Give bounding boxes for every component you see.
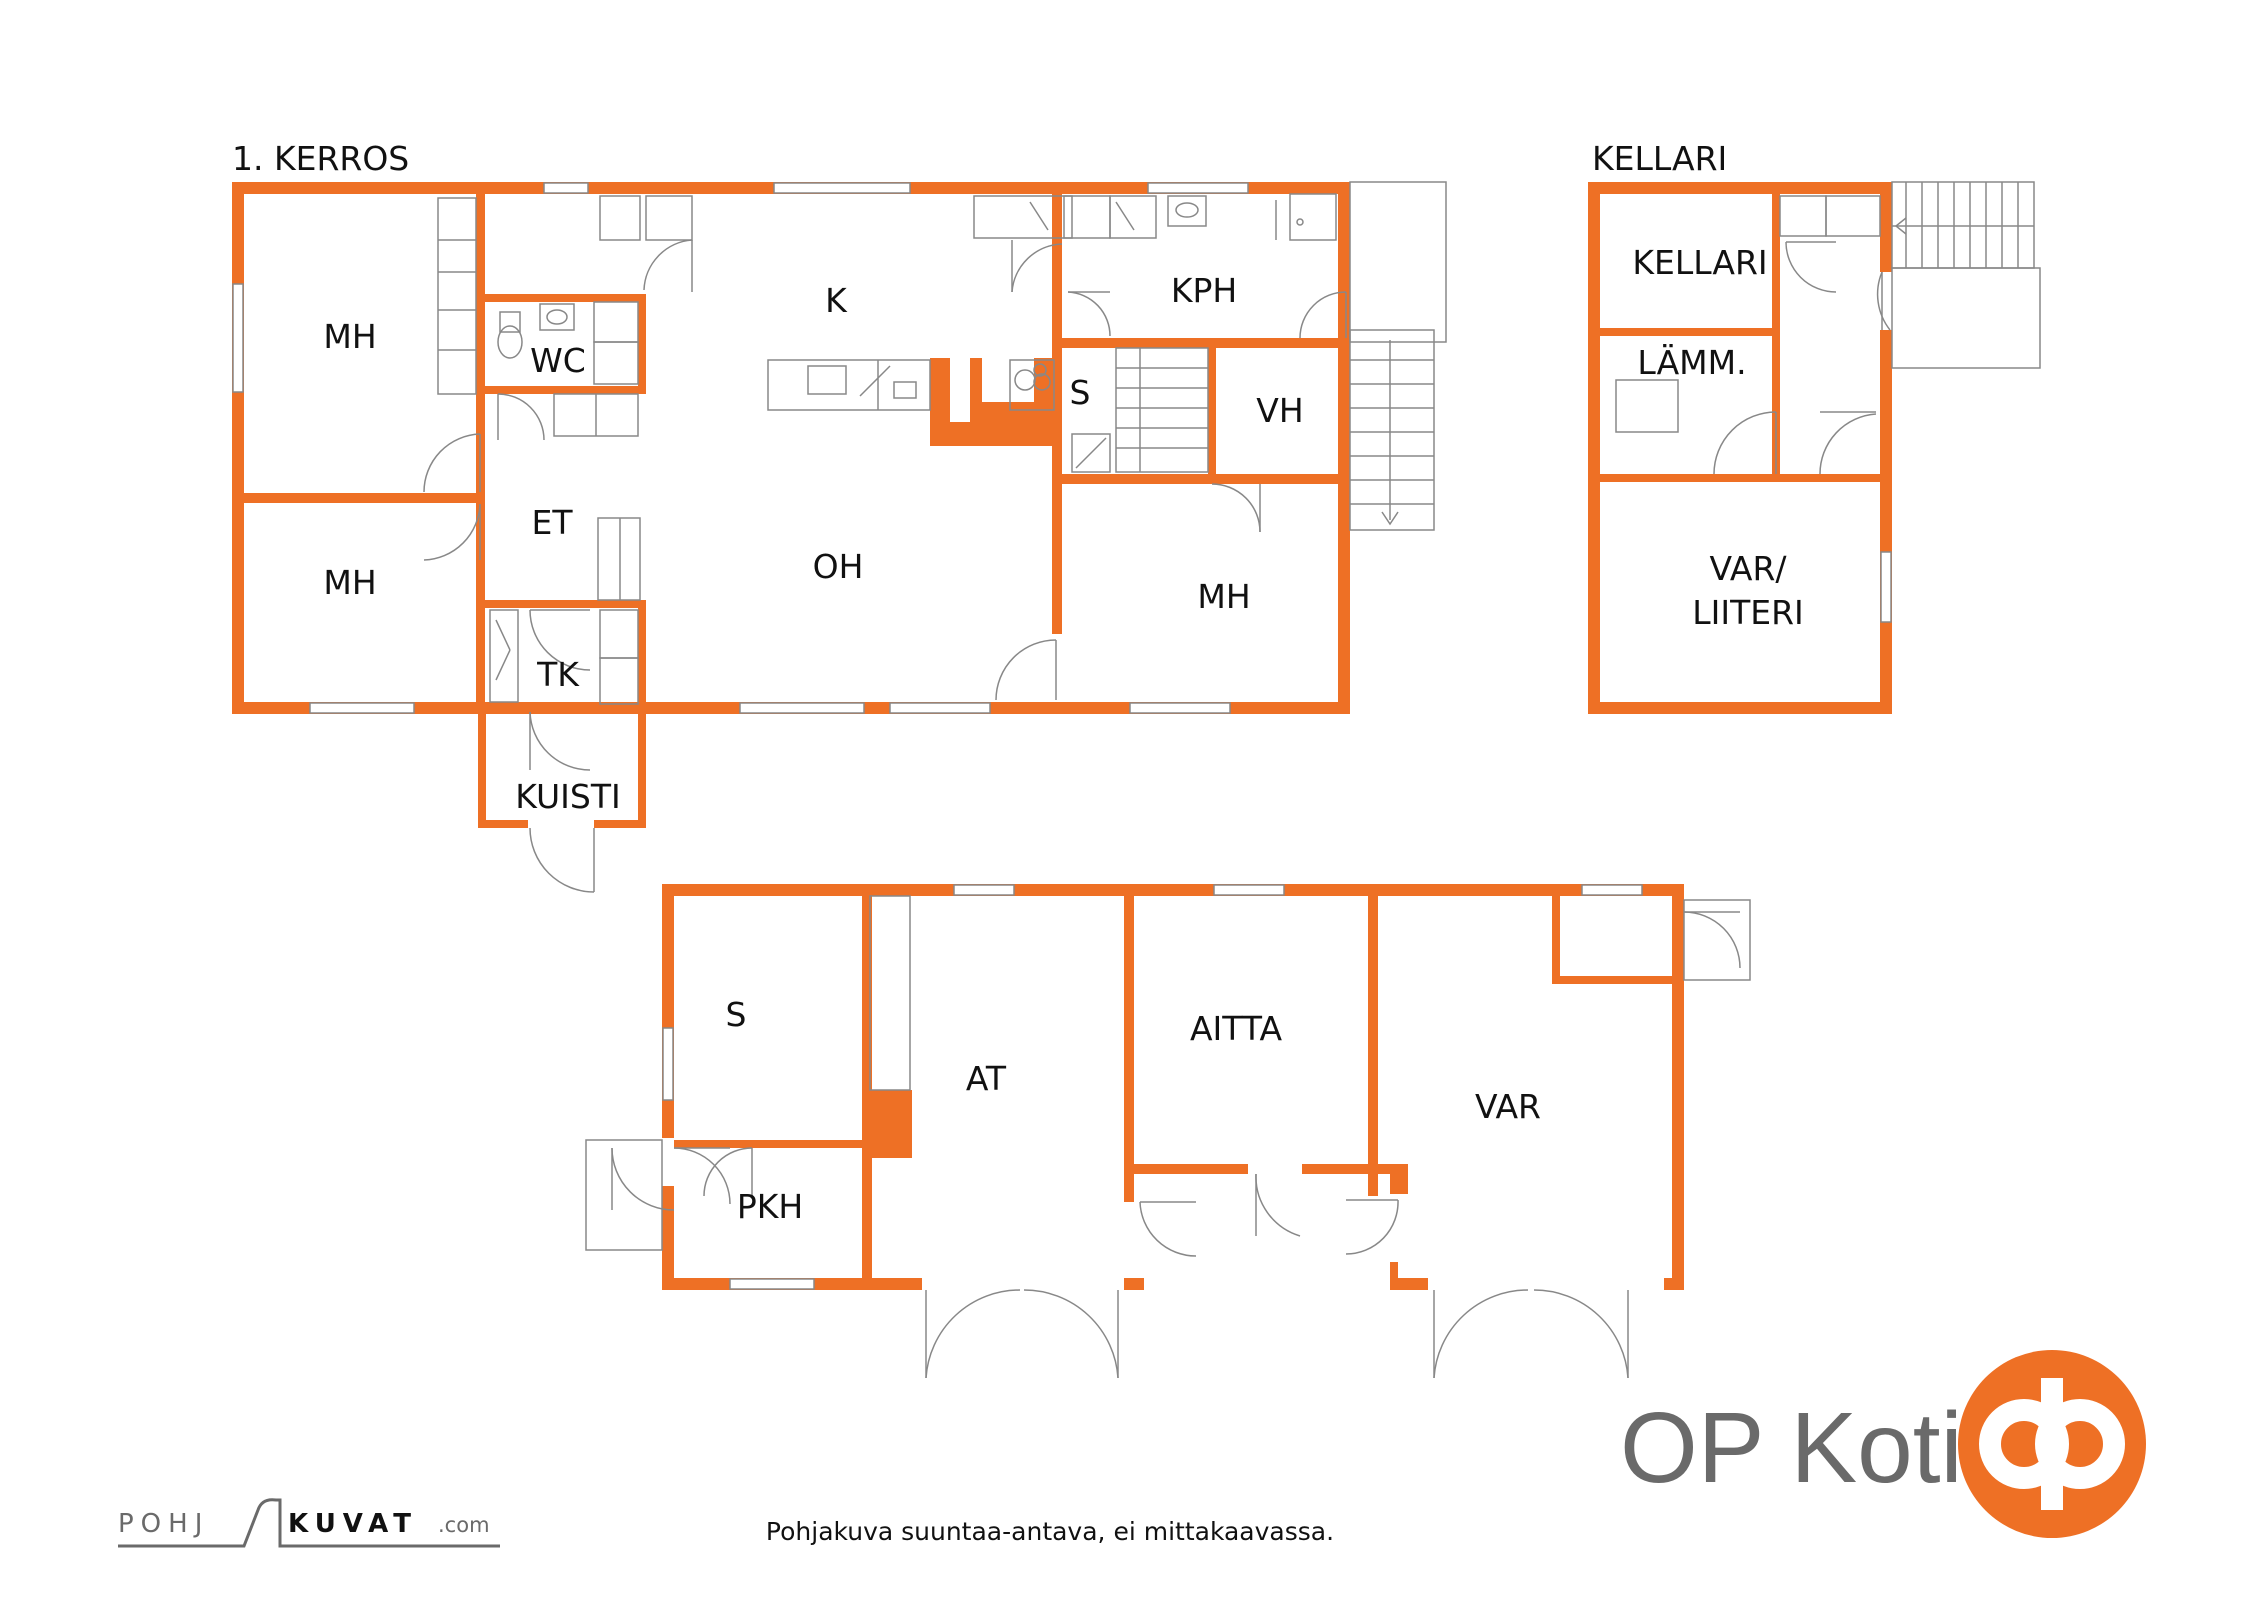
pohjakuvat-logo-right: KUVAT — [288, 1509, 418, 1539]
pohjakuvat-logo-mark — [118, 1498, 500, 1548]
room-label-mh-top-left: MH — [323, 317, 376, 356]
room-label-wc: WC — [530, 341, 586, 380]
fixtures — [437, 181, 2041, 1251]
basement-walls — [1588, 182, 1892, 714]
room-label-pkh: PKH — [737, 1187, 803, 1226]
first-floor-walls — [232, 182, 1350, 714]
room-label-var: VAR — [1475, 1087, 1541, 1126]
chimney-void — [950, 358, 1034, 422]
outbuilding-walls — [662, 884, 1684, 1290]
room-label-kph: KPH — [1171, 271, 1237, 310]
disclaimer-text: Pohjakuva suuntaa-antava, ei mittakaavas… — [766, 1517, 1334, 1546]
room-label-vh: VH — [1256, 391, 1303, 430]
room-label-et: ET — [531, 503, 573, 542]
op-koti-brand: OP Koti — [1620, 1392, 1963, 1504]
room-label-mh-bottom-left: MH — [323, 563, 376, 602]
doors — [423, 239, 1891, 1379]
room-label-lamm: LÄMM. — [1637, 343, 1746, 382]
first-floor-heading: 1. KERROS — [232, 139, 409, 178]
room-labels: MH MH WC K KPH S VH ET OH MH TK KUISTI K… — [323, 243, 1803, 1226]
room-label-aitta: AITTA — [1190, 1009, 1282, 1048]
pohjakuvat-logo-domain: .com — [438, 1513, 490, 1537]
room-label-at: AT — [966, 1059, 1007, 1098]
windows — [232, 182, 1892, 1290]
kuisti-walls — [478, 712, 646, 828]
room-label-kuisti: KUISTI — [515, 777, 620, 816]
room-label-k: K — [825, 281, 848, 320]
pohjakuvat-logo: POHJ KUVAT .com — [118, 1498, 500, 1548]
op-logo — [1958, 1350, 2146, 1538]
room-label-var-liiteri-1: VAR/ — [1709, 549, 1787, 588]
room-label-mh-right: MH — [1197, 577, 1250, 616]
basement-heading: KELLARI — [1592, 139, 1727, 178]
room-label-kellari: KELLARI — [1632, 243, 1767, 282]
op-logo-bar — [2041, 1378, 2063, 1510]
room-label-s-out: S — [726, 995, 747, 1034]
pohjakuvat-logo-left: POHJ — [118, 1509, 209, 1539]
room-label-oh: OH — [813, 547, 864, 586]
room-label-var-liiteri-2: LIITERI — [1692, 593, 1804, 632]
room-label-tk: TK — [536, 655, 580, 694]
room-label-s-main: S — [1070, 373, 1091, 412]
